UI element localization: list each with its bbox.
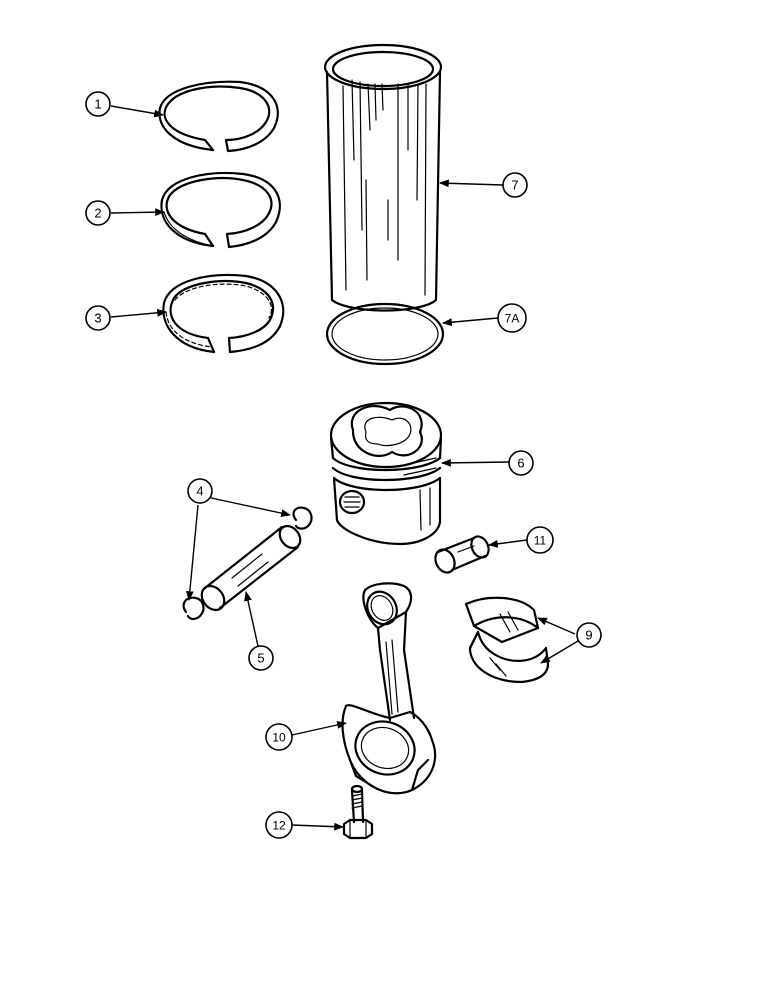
callout-6: 6	[508, 450, 534, 476]
piston-ring-top	[158, 80, 279, 153]
connecting-rod-bolt	[342, 784, 374, 840]
snap-ring-left	[182, 596, 205, 621]
connecting-rod-bushing	[434, 535, 490, 574]
callout-9-label: 9	[585, 628, 592, 643]
piston	[329, 401, 443, 546]
callout-7: 7	[502, 172, 528, 198]
callout-7a-label: 7A	[505, 312, 520, 326]
callout-7a: 7A	[497, 303, 527, 333]
callout-11: 11	[526, 526, 554, 554]
callout-3-label: 3	[94, 311, 101, 326]
callout-5-label: 5	[257, 651, 264, 666]
callout-5: 5	[248, 645, 274, 671]
connecting-rod	[341, 582, 437, 795]
leader-lines	[110, 105, 579, 831]
callout-11-label: 11	[534, 534, 547, 548]
callout-2-label: 2	[94, 206, 101, 221]
snap-ring-right	[292, 506, 313, 530]
callout-1-label: 1	[94, 97, 101, 112]
callout-6-label: 6	[517, 456, 524, 471]
liner-o-ring	[325, 302, 445, 366]
callout-1: 1	[85, 91, 111, 117]
oil-control-ring	[162, 273, 285, 354]
callout-4-label: 4	[196, 484, 203, 499]
callout-4: 4	[187, 478, 213, 504]
cylinder-liner	[323, 43, 443, 312]
callout-7-label: 7	[511, 178, 518, 193]
callout-9: 9	[576, 622, 602, 648]
piston-ring-second	[160, 171, 281, 249]
piston-pin	[200, 524, 302, 612]
callout-12-label: 12	[272, 819, 286, 833]
bearing-shell-upper	[464, 596, 540, 644]
callout-12: 12	[265, 811, 293, 839]
callout-10: 10	[265, 723, 293, 751]
callout-3: 3	[85, 305, 111, 331]
callout-10-label: 10	[272, 731, 286, 745]
callout-2: 2	[85, 200, 111, 226]
